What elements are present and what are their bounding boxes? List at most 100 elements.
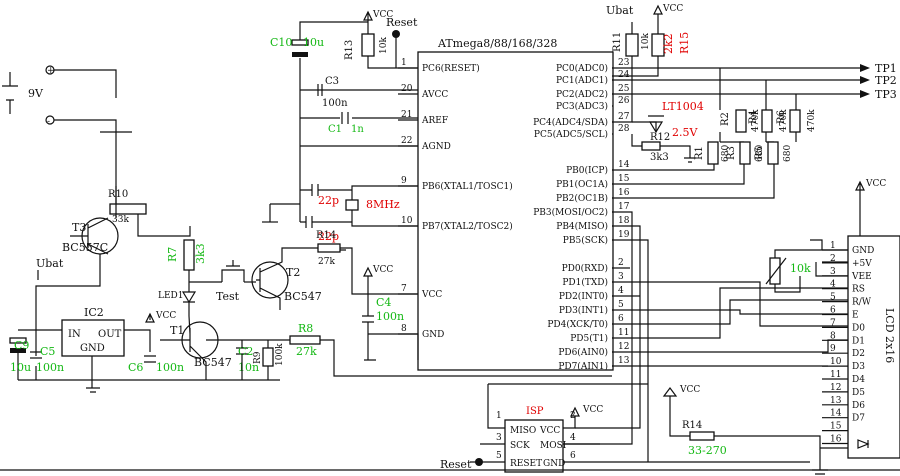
c22a-value: 22p [318, 194, 339, 207]
ic2-out: OUT [98, 329, 122, 340]
r13-vcc-label: VCC [372, 10, 393, 20]
mcu-right-pin-10: PB4(MISO) [556, 221, 608, 232]
mcu-right-pin-num-4: 4 [618, 286, 624, 296]
t1-value: BC547 [194, 356, 232, 369]
led1-ref: LED1 [158, 291, 184, 301]
ic2-in: IN [68, 329, 81, 340]
isp-pin-miso: MISO [510, 426, 536, 436]
r14b-resistor [689, 431, 715, 441]
lt1004-diode-icon [648, 115, 664, 134]
lcd-pin-num-2: 2 [830, 254, 836, 264]
mcu-right-pin-num-2: 2 [618, 258, 624, 268]
mcu-right-pin-18: PD6(AIN0) [558, 347, 608, 358]
lcd-pin-num-6: 6 [830, 306, 836, 316]
c1-value: 1n [351, 124, 364, 135]
tp2-label: TP2 [875, 74, 897, 87]
c10-capacitor-plate [292, 52, 308, 57]
ic2-gnd: GND [80, 343, 105, 354]
lcd-pin-1: +5V [852, 259, 872, 269]
mcu-left-pin-num-7: 7 [401, 284, 407, 294]
r4-value: 470k [779, 109, 789, 132]
mcu-right-pin-num-11: 11 [618, 328, 629, 338]
r15-resistor [651, 33, 665, 57]
r11-value: 10k [641, 33, 651, 50]
mcu-right-pin-num-14: 14 [618, 160, 630, 170]
mcu-left-pin-num-10: 10 [401, 216, 413, 226]
mcu-left-pin-num-9: 9 [401, 176, 407, 186]
xtal-value: 8MHz [366, 198, 400, 211]
isp-reset-label: Reset [440, 458, 472, 471]
t2-transistor-icon [251, 261, 289, 299]
isp-vcc-label: VCC [582, 405, 603, 415]
ic2-vcc-label: VCC [155, 311, 176, 321]
r1-ref: R1 [694, 146, 705, 160]
mcu-right-pin-num-19: 19 [618, 230, 630, 240]
isp-title: ISP [526, 406, 544, 417]
ic2-vcc-arrow-icon [145, 312, 155, 323]
c4-vcc-label: VCC [372, 265, 393, 275]
r8-value: 27k [296, 345, 317, 358]
lcd-vcc-arrow-icon [855, 180, 865, 210]
isp-pin-gnd: GND [543, 459, 565, 469]
r15-vcc-arrow-icon [653, 4, 663, 15]
lcd-pin-num-10: 10 [830, 357, 842, 367]
mcu-right-pin-num-26: 26 [618, 96, 630, 106]
r8-resistor [289, 335, 321, 345]
t3-value: BC557C [62, 241, 108, 254]
c9-capacitor [9, 337, 27, 344]
battery-plus-icon: + [47, 66, 55, 76]
lcd-pin-13: D7 [852, 414, 865, 424]
r14a-resistor [317, 243, 341, 253]
isp-num-1: 1 [496, 411, 502, 421]
r9-value: 100k [275, 343, 285, 366]
r13-ref: R13 [344, 40, 355, 60]
test-button-icon[interactable] [221, 260, 245, 282]
c6-ref: C6 [128, 361, 143, 374]
lcd-pin-9: D3 [852, 362, 865, 372]
lt1004-ref: LT1004 [662, 100, 704, 113]
r3-ref: R3 [726, 146, 737, 160]
t2-ref: T2 [286, 266, 300, 279]
c6-value: 100n [156, 361, 184, 374]
t2-value: BC547 [284, 290, 322, 303]
mcu-right-pin-num-12: 12 [618, 342, 629, 352]
r14a-value: 27k [318, 257, 335, 267]
lcd-pin-2: VEE [851, 272, 872, 282]
lcd-pin-num-5: 5 [830, 293, 836, 303]
mcu-right-pin-17: PD5(T1) [570, 333, 608, 344]
mcu-left-pin-5: PB7(XTAL2/TOSC2) [422, 221, 513, 232]
mcu-left-pin-6: VCC [421, 290, 442, 300]
r6-value: 470k [807, 109, 817, 132]
mcu-right-pin-num-15: 15 [618, 174, 630, 184]
c10-value: 10u [303, 36, 324, 49]
r6-resistor [789, 109, 801, 133]
battery-label: 9V [28, 87, 44, 100]
r14b-value: 33-270 [688, 444, 727, 457]
t3-ref: T3 [72, 221, 86, 234]
lcd-pin-7: D1 [852, 336, 865, 346]
mcu-right-pin-4: PC4(ADC4/SDA) [533, 117, 608, 128]
mcu-right-pin-num-6: 6 [618, 314, 624, 324]
xtal-load-capacitors [305, 184, 319, 228]
mcu-right-pin-num-3: 3 [618, 272, 624, 282]
mcu-atmega: ATmega8/88/168/328 1PC6(RESET)20AVCC21AR… [398, 37, 630, 372]
mcu-right-pin-5: PC5(ADC5/SCL) [534, 129, 608, 140]
mcu-left-pin-num-8: 8 [401, 324, 407, 334]
mcu-left-pin-2: AREF [421, 116, 448, 126]
lcd-pin-num-3: 3 [830, 267, 836, 277]
r3-resistor [739, 141, 751, 165]
test-label: Test [216, 290, 240, 303]
mcu-title: ATmega8/88/168/328 [437, 37, 557, 50]
r2-value: 470k [751, 109, 761, 132]
lcd-pin-num-8: 8 [830, 331, 836, 341]
c10-ref: C10 [270, 36, 292, 49]
mcu-right-pin-num-27: 27 [618, 112, 630, 122]
r5-value: 680 [783, 145, 793, 162]
lcd-pin-10: D4 [852, 375, 865, 385]
pot-10k [769, 257, 781, 285]
isp-reset-dot-icon [475, 458, 483, 466]
mcu-right-pin-2: PC2(ADC2) [556, 89, 608, 100]
reset-button-dot-icon[interactable] [392, 30, 400, 38]
t1-ref: T1 [170, 324, 184, 337]
mcu-right-pin-num-28: 28 [618, 124, 630, 134]
